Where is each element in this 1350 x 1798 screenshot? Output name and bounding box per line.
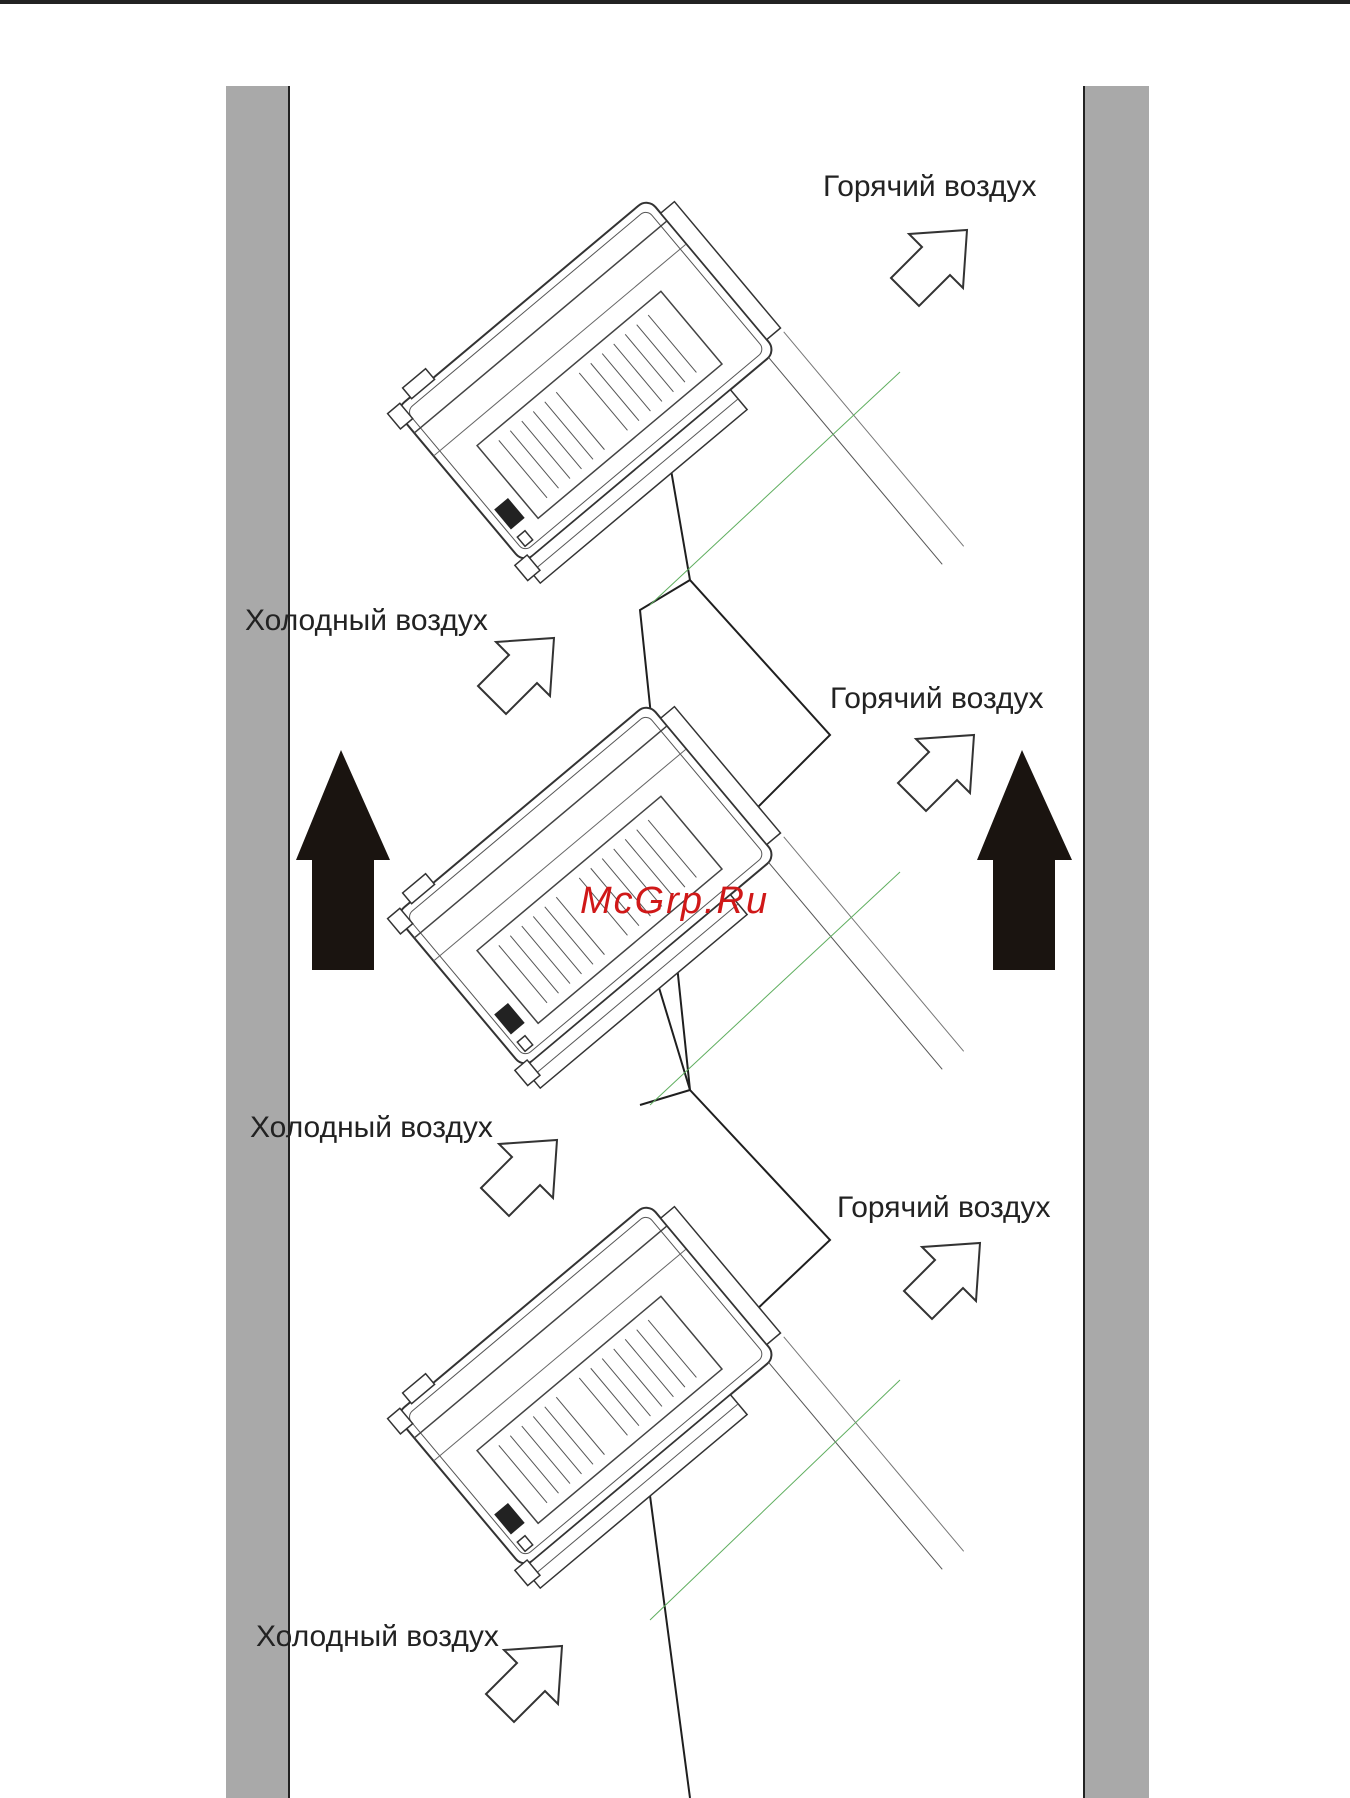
left-wall <box>226 86 288 1798</box>
up-arrow-icon <box>296 750 390 970</box>
hot-air-label-3: Горячий воздух <box>837 1193 1051 1223</box>
diagonal-outline-arrow-icon <box>478 638 554 714</box>
airflow-guide-line <box>640 290 830 1798</box>
top-rule <box>0 0 1350 4</box>
cold-air-label-1: Холодный воздух <box>245 606 488 636</box>
up-arrow-icon <box>977 750 1072 970</box>
diagonal-outline-arrow-icon <box>904 1243 980 1319</box>
right-wall <box>1085 86 1149 1798</box>
hot-air-label-2: Горячий воздух <box>830 684 1044 714</box>
diagonal-outline-arrow-icon <box>891 230 967 306</box>
hot-air-label-1: Горячий воздух <box>823 172 1037 202</box>
drive-unit-3 <box>381 1182 964 1780</box>
watermark: McGrp.Ru <box>580 882 769 920</box>
diagonal-outline-arrow-icon <box>481 1140 557 1216</box>
diagonal-outline-arrow-icon <box>486 1646 562 1722</box>
cold-air-label-3: Холодный воздух <box>256 1622 499 1652</box>
diagonal-outline-arrow-icon <box>898 735 974 811</box>
cold-air-label-2: Холодный воздух <box>250 1113 493 1143</box>
